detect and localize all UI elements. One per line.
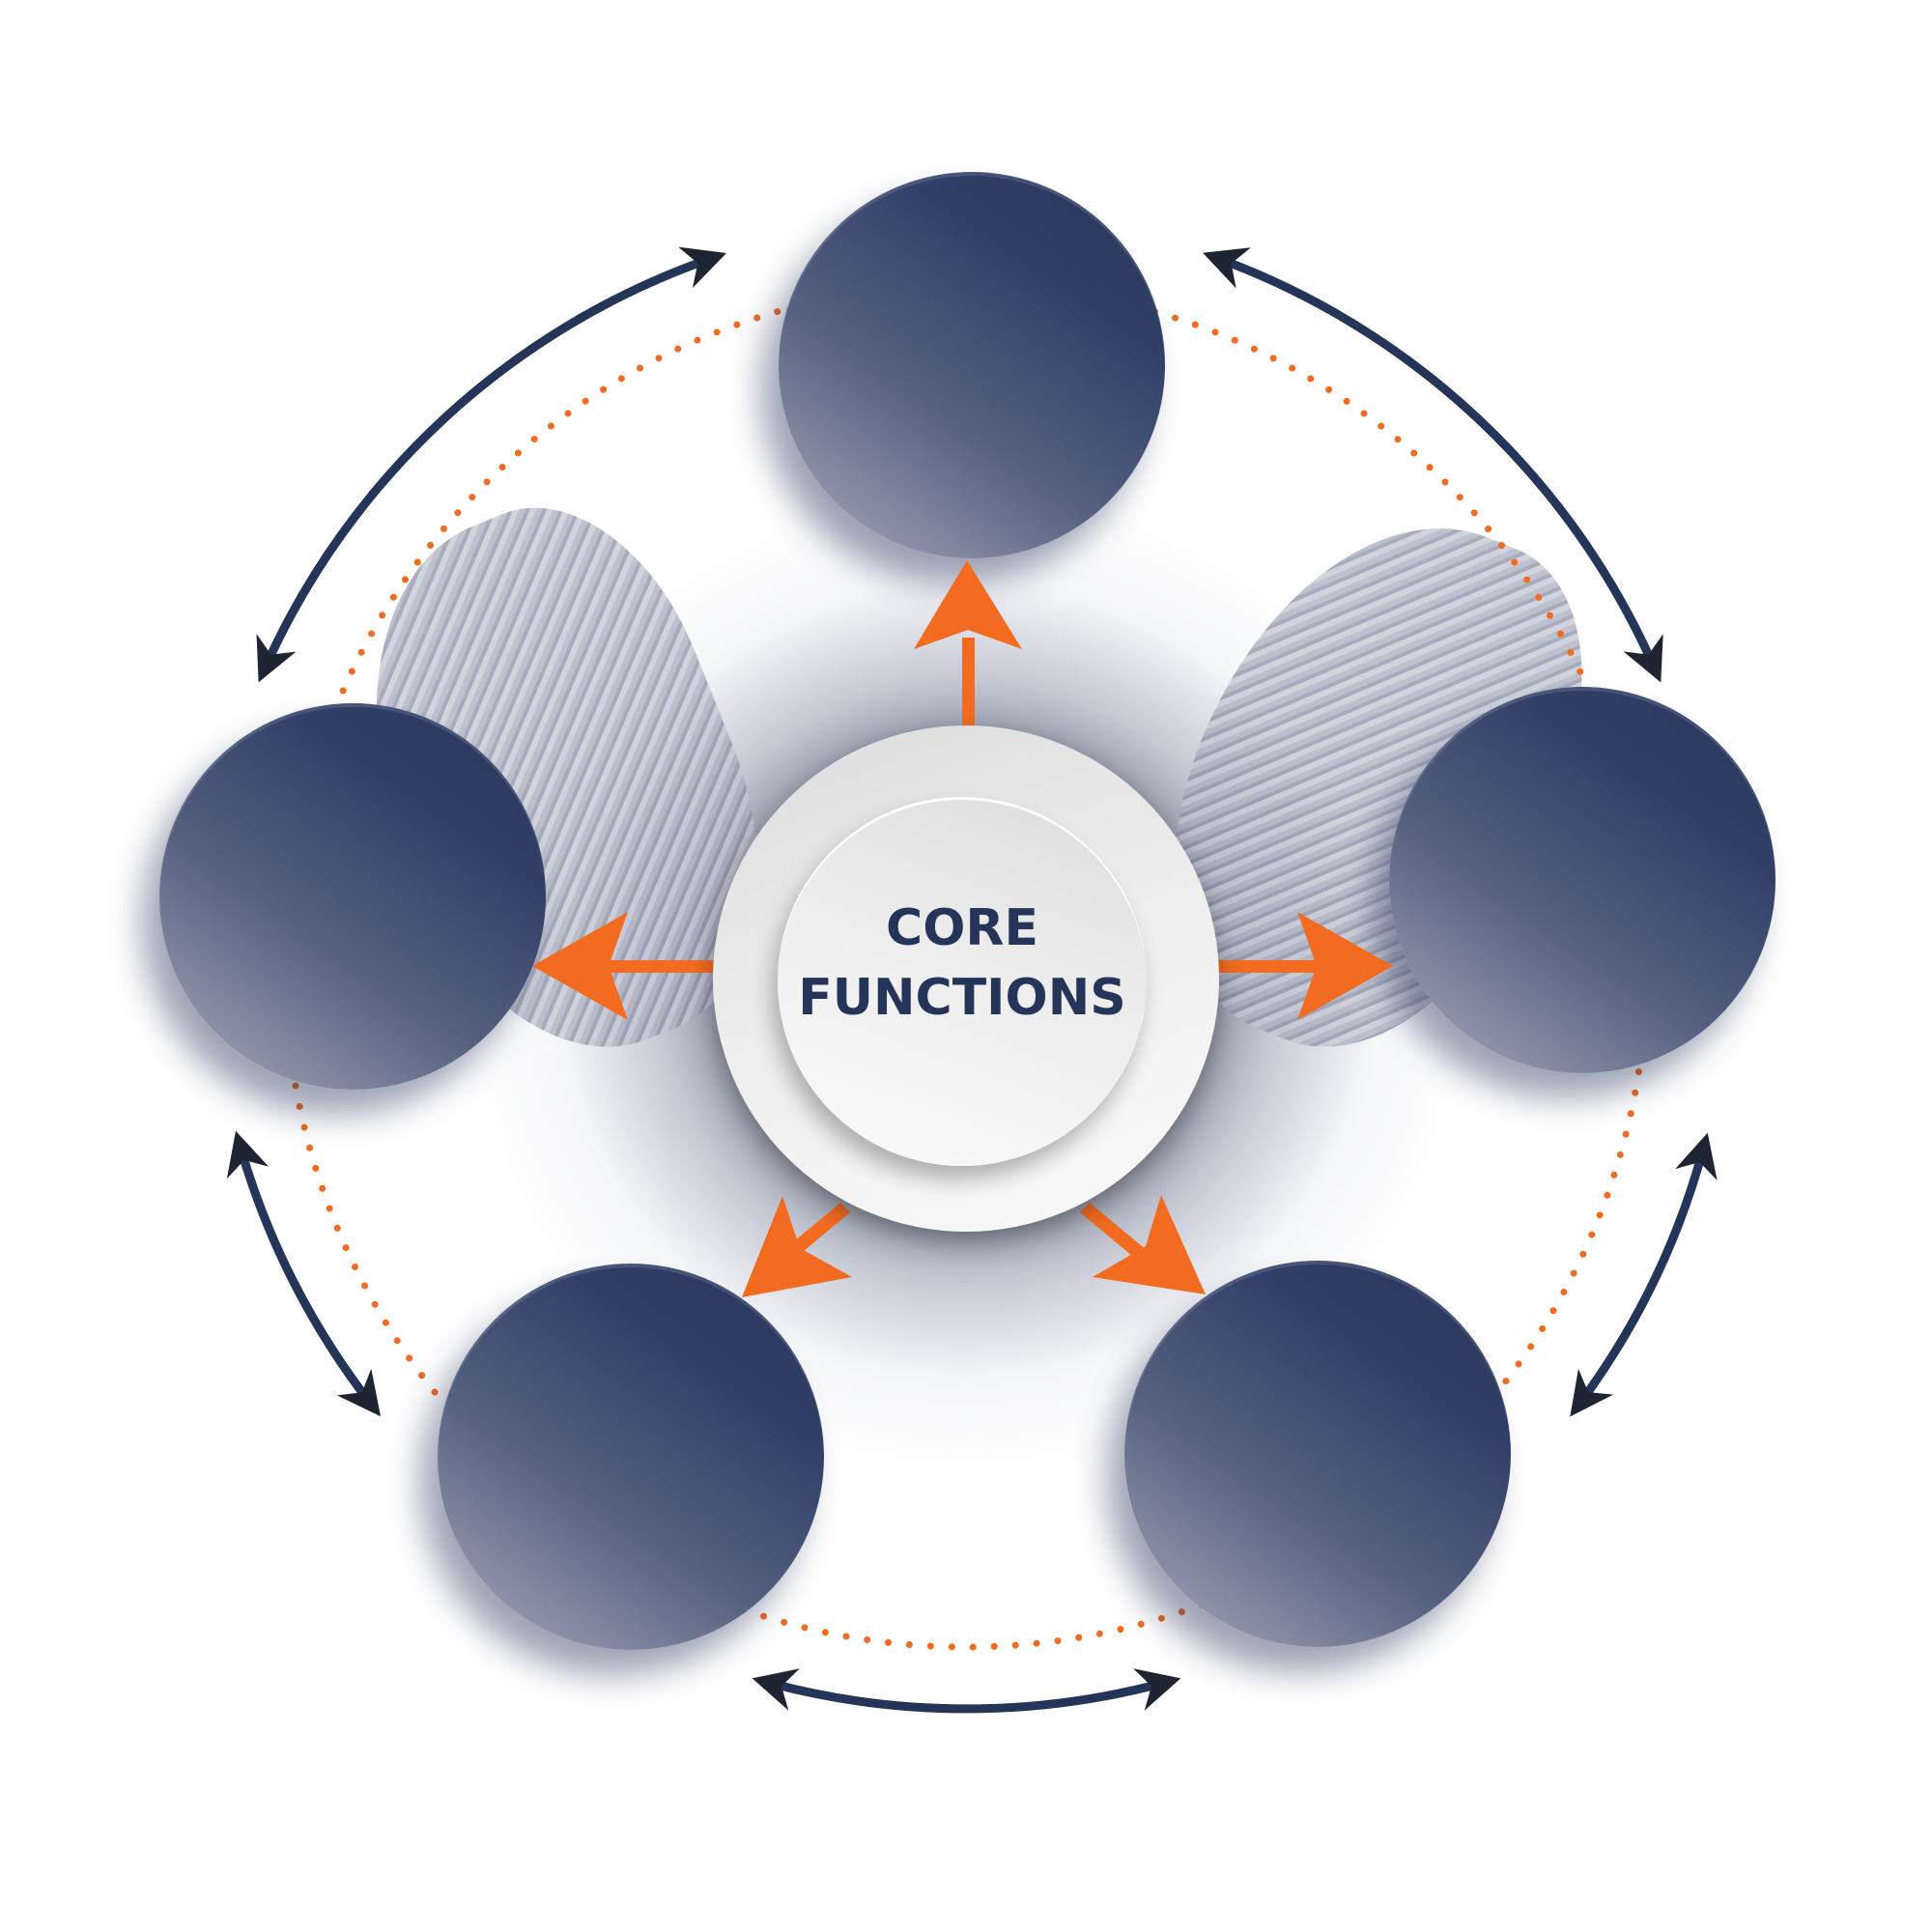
satellite-bottom-left	[438, 1264, 824, 1650]
center-hub-title: CORE FUNCTIONS	[778, 894, 1147, 1033]
cycle-arrow-top-left	[256, 246, 726, 683]
radial-arrow-up	[914, 560, 1022, 734]
center-title-line2: FUNCTIONS	[798, 969, 1126, 1027]
cycle-arrows	[226, 246, 1718, 1714]
cycle-arrow-left	[226, 1130, 382, 1417]
cycle-arrow-bottom	[752, 1668, 1181, 1714]
satellite-left	[159, 703, 546, 1090]
satellite-right	[1389, 687, 1776, 1073]
radial-arrow-bottom-left	[742, 1196, 852, 1297]
satellite-bottom-right	[1124, 1261, 1511, 1647]
cycle-arrow-right	[1570, 1132, 1718, 1417]
radial-arrow-left	[532, 912, 720, 1020]
center-title-line1: CORE	[886, 899, 1038, 957]
satellite-top	[779, 172, 1165, 558]
radial-arrow-bottom-right	[1080, 1195, 1206, 1294]
radial-arrow-right	[1213, 912, 1393, 1020]
center-hub	[778, 797, 1147, 1166]
cycle-arrow-top-right	[1203, 247, 1663, 683]
